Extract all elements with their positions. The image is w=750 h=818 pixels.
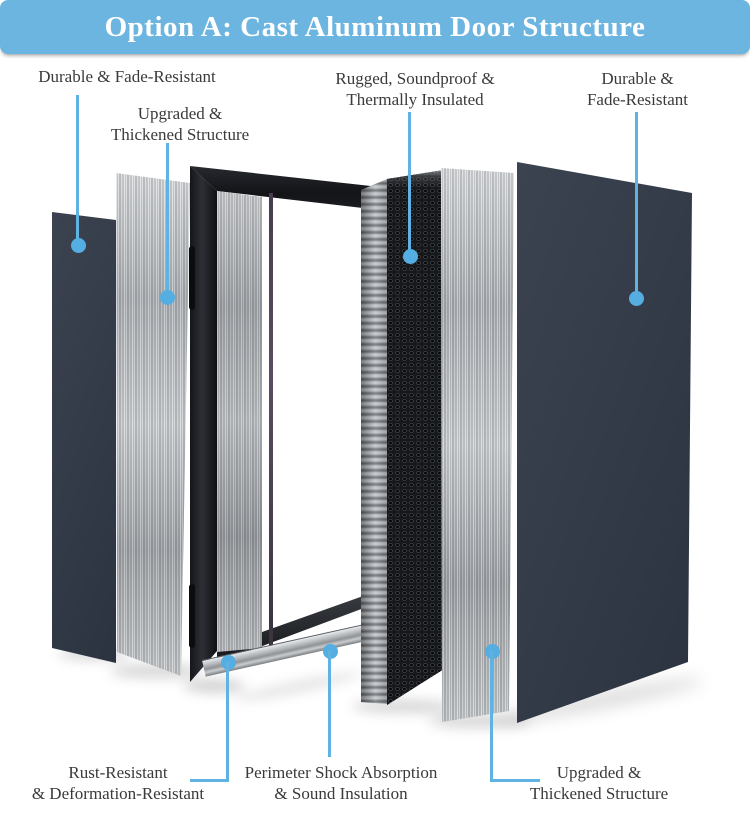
callout-text: Thermally Insulated (346, 90, 484, 109)
door-frame-hinge (189, 246, 195, 310)
honeycomb-corrugated-edge (361, 179, 387, 704)
callout-text: Rust-Resistant (68, 763, 168, 782)
callout-text: Fade-Resistant (586, 90, 689, 109)
leader-line (226, 662, 229, 782)
page-title: Option A: Cast Aluminum Door Structure (104, 10, 646, 43)
floor-shadow (183, 680, 245, 692)
leader-line (490, 651, 493, 782)
callout-text: Rugged, Soundproof & (335, 69, 495, 88)
glass-pane-edge (269, 193, 273, 649)
door-skin-panel-back (52, 212, 116, 663)
door-frame-hinge (189, 584, 195, 648)
leader-line (490, 779, 540, 782)
leader-dot (160, 290, 175, 305)
callout-text: Durable & (601, 69, 674, 88)
callout-text: Perimeter Shock Absorption (244, 763, 438, 782)
callout-upgraded-thickened-bottom: Upgraded & Thickened Structure (502, 762, 696, 804)
callout-durable-fade-left: Durable & Fade-Resistant (10, 66, 244, 87)
leader-line (166, 143, 169, 298)
leader-line (190, 779, 229, 782)
callout-text: Upgraded & (137, 104, 223, 123)
leader-line (76, 95, 79, 246)
aluminum-sheet-left (116, 173, 190, 676)
callout-rugged-soundproof: Rugged, Soundproof & Thermally Insulated (300, 68, 530, 110)
aluminum-sheet-right (441, 168, 514, 722)
callout-text: Thickened Structure (110, 125, 250, 144)
callout-durable-fade-right: Durable & Fade-Resistant (545, 68, 730, 110)
title-bar: Option A: Cast Aluminum Door Structure (0, 0, 750, 54)
leader-line (635, 112, 638, 299)
callout-text: & Sound Insulation (274, 784, 408, 803)
callout-rust-deformation: Rust-Resistant & Deformation-Resistant (2, 762, 234, 804)
callout-text: Thickened Structure (529, 784, 669, 803)
leader-line (408, 112, 411, 257)
door-skin-panel-front (517, 162, 692, 723)
honeycomb-core-panel (387, 170, 444, 705)
leader-dot (71, 238, 86, 253)
leader-line (328, 651, 331, 757)
leader-dot (403, 249, 418, 264)
callout-text: & Deformation-Resistant (31, 784, 205, 803)
callout-upgraded-thickened-top: Upgraded & Thickened Structure (80, 103, 280, 145)
callout-perimeter-shock: Perimeter Shock Absorption & Sound Insul… (225, 762, 457, 804)
leader-dot (629, 291, 644, 306)
callout-text: Upgraded & (556, 763, 642, 782)
door-frame-reveal-strip (217, 191, 262, 652)
callout-text: Durable & Fade-Resistant (38, 67, 216, 86)
floor-shadow (232, 668, 362, 706)
